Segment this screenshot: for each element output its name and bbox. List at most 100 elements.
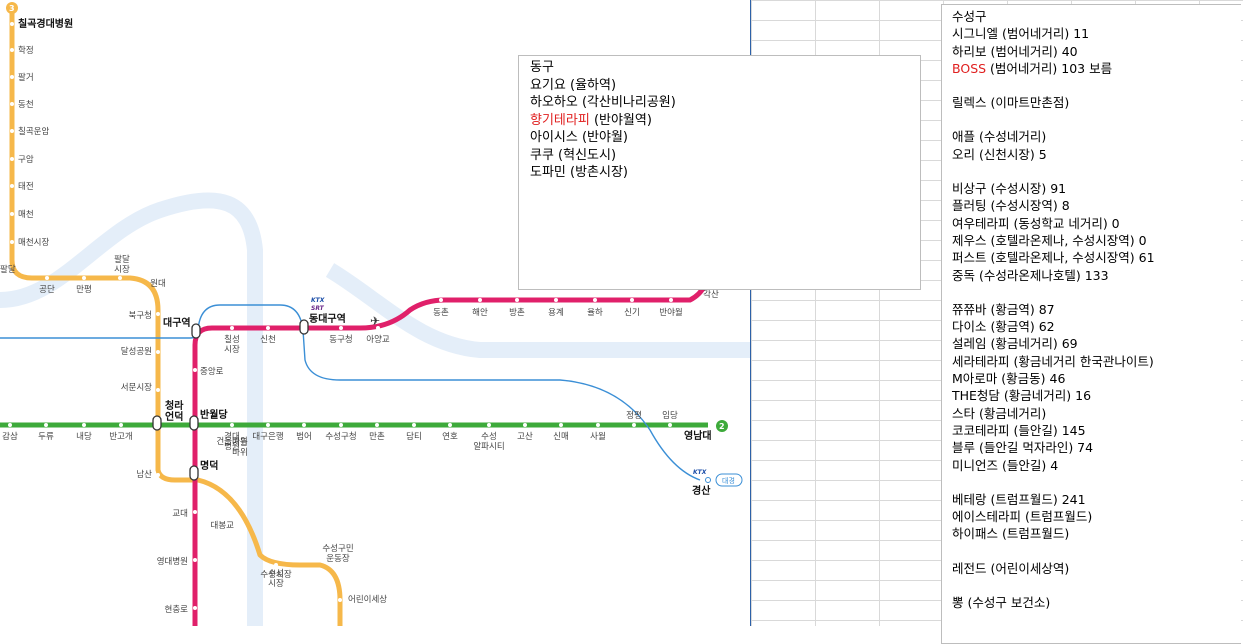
note-text: 코코테라피 (들안길) 145 xyxy=(952,422,1086,438)
note-text: 레전드 (어린이세상역) xyxy=(952,560,1070,576)
note-text: 요기요 (율하역) xyxy=(530,77,617,93)
station-label: 시장 xyxy=(224,344,240,355)
station-label: 수성시장 xyxy=(260,569,291,580)
note-line xyxy=(952,111,1231,128)
note-text: 하리보 (범어네거리) 40 xyxy=(952,43,1078,59)
station-label: 태전 xyxy=(18,181,34,192)
line2-badge-icon xyxy=(716,420,728,432)
station-label: 시장 xyxy=(114,264,130,275)
myeongdeok-transfer-marker xyxy=(189,465,199,481)
station-label: 연호 xyxy=(442,432,458,442)
note-text: 오리 (신천시장) 5 xyxy=(952,146,1047,162)
station-dot xyxy=(156,388,160,392)
gyeongsan-station-dot xyxy=(705,477,711,483)
yeungnam-univ-label: 영남대 xyxy=(684,429,712,442)
note-line xyxy=(952,77,1231,94)
banwoldang-transfer-marker xyxy=(189,415,199,431)
station-label: 건들바위 xyxy=(216,436,247,447)
note-text: 세라테라피 (황금네거리 한국관나이트) xyxy=(952,353,1154,369)
station-label: 용계 xyxy=(548,307,564,318)
station-label: 칠곡경대병원 xyxy=(18,17,73,30)
station-dot xyxy=(632,423,636,427)
banwoldang-label: 반월당 xyxy=(200,408,228,421)
note-text: 설레임 (황금네거리) 69 xyxy=(952,336,1078,352)
station-label: 반고개 xyxy=(109,431,132,442)
station-label: 만촌 xyxy=(369,432,385,442)
note-line: 뽕 (수성구 보건소) xyxy=(952,594,1231,611)
note-line xyxy=(952,284,1231,301)
note-text: 하이패스 (트럼프월드) xyxy=(952,526,1070,542)
station-dot xyxy=(82,276,86,280)
station-dot xyxy=(193,368,197,372)
note-line: 하오하오 (각산비나리공원) xyxy=(530,94,909,112)
line2-badge-text: 2 xyxy=(719,422,725,431)
note-text: 동구 xyxy=(530,60,554,75)
station-dot xyxy=(10,22,14,26)
note-text: 에이스테라피 (트럼프월드) xyxy=(952,509,1093,525)
note-text: 수성구 xyxy=(952,9,987,24)
note-line: 제우스 (호텔라온제나, 수성시장역) 0 xyxy=(952,232,1231,249)
station-dot xyxy=(515,298,519,302)
note-text: M아로마 (황금동) 46 xyxy=(952,371,1066,387)
station-label: 서문시장 xyxy=(121,382,152,393)
station-dot xyxy=(339,423,343,427)
gyeongsan-connection-tag xyxy=(715,473,743,487)
line3-badge-icon xyxy=(6,2,18,14)
note-text: (범어네거리) 103 보름 xyxy=(986,60,1113,76)
station-label: 공단 xyxy=(39,284,55,295)
station-label: 고산 xyxy=(517,431,533,442)
dongdaegu-station-label: 동대구역 xyxy=(309,312,346,325)
note-line: 레전드 (어린이세상역) xyxy=(952,560,1231,577)
station-label: 각산 xyxy=(703,289,719,300)
cheongna-label-1: 청라 xyxy=(165,399,184,412)
station-label: 신천 xyxy=(260,334,276,345)
station-dot xyxy=(375,423,379,427)
ktx-logo-icon-gyeongsan: KTX xyxy=(693,469,707,476)
station-dot xyxy=(338,598,342,602)
note-line: 쿠쿠 (혁신도시) xyxy=(530,147,909,165)
station-label: 신기 xyxy=(624,308,640,318)
station-dot xyxy=(596,423,600,427)
station-dot xyxy=(266,423,270,427)
cheongna-label-2: 언덕 xyxy=(165,410,183,423)
station-label: 현충로 xyxy=(165,605,189,615)
note-text: 애플 (수성네거리) xyxy=(952,129,1047,145)
station-label: 사월 xyxy=(590,431,606,442)
station-dot xyxy=(630,298,634,302)
station-label: 학정 xyxy=(18,45,34,56)
note-line: 시그니엘 (범어네거리) 11 xyxy=(952,25,1231,42)
station-dot xyxy=(10,102,14,106)
station-dot xyxy=(274,563,278,567)
note-text: 하오하오 (각산비나리공원) xyxy=(530,95,676,110)
srt-logo-icon: SRT xyxy=(311,305,325,312)
note-line: 쮸쮸바 (황금역) 87 xyxy=(952,301,1231,318)
station-label: 알파시티 xyxy=(473,441,504,452)
note-line: 세라테라피 (황금네거리 한국관나이트) xyxy=(952,353,1231,370)
station-dot xyxy=(156,473,160,477)
station-label: 감삼 xyxy=(2,431,18,442)
line3-track xyxy=(9,8,343,626)
note-text: 뽕 (수성구 보건소) xyxy=(952,595,1051,611)
station-dot xyxy=(45,276,49,280)
note-text: 제우스 (호텔라온제나, 수성시장역) 0 xyxy=(952,232,1147,248)
note-line xyxy=(952,543,1231,560)
station-label: 경대 xyxy=(224,431,240,442)
note-line: 향기테라피 (반야월역) xyxy=(530,112,909,130)
station-label: 구암 xyxy=(18,154,34,165)
station-dot xyxy=(669,298,673,302)
station-label: 팔달 xyxy=(0,264,16,275)
station-label: 동구청 xyxy=(329,335,352,345)
highlighted-text: BOSS xyxy=(952,60,987,76)
background-ring-road xyxy=(0,192,263,626)
note-line: 하리보 (범어네거리) 40 xyxy=(952,43,1231,60)
daegu-transfer-marker xyxy=(191,323,201,339)
station-label: 칠성 xyxy=(224,335,240,345)
note-line: 애플 (수성네거리) xyxy=(952,128,1231,145)
station-dot xyxy=(338,563,342,567)
note-text: 중독 (수성라온제나호텔) 133 xyxy=(952,267,1109,283)
note-text: 플러팅 (수성시장역) 8 xyxy=(952,198,1070,214)
note-text: 퍼스트 (호텔라온제나, 수성시장역) 61 xyxy=(952,250,1155,266)
